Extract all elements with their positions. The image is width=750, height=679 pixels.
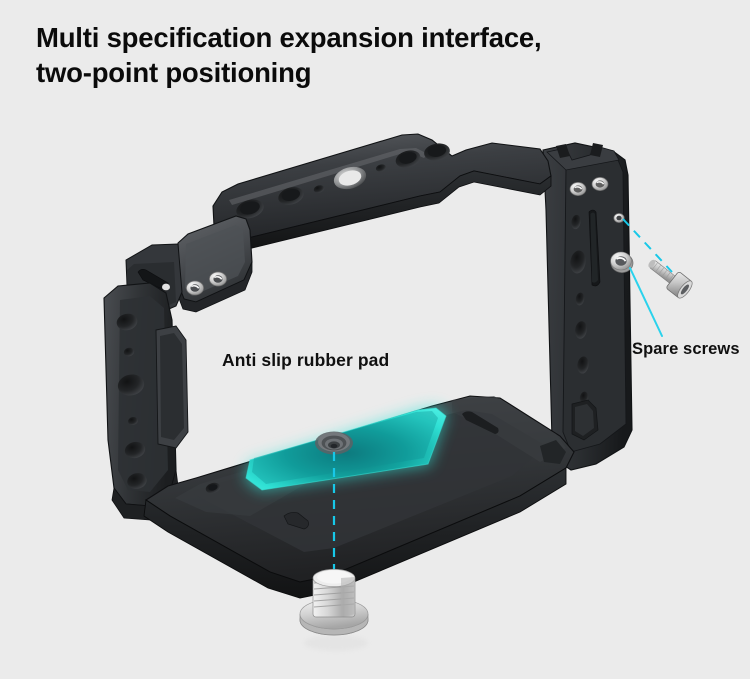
spare-screw-installed-small [613, 213, 625, 223]
spare-screw-leader-solid [629, 267, 663, 337]
cage-top-rail [212, 133, 552, 252]
shoe-bracket-screw-a [186, 280, 204, 296]
spare-screw-leader-dashed [622, 218, 673, 273]
spare-screw-installed-large [610, 251, 634, 273]
top-rail-holes [236, 143, 450, 219]
right-rail-screw-b [591, 177, 609, 191]
callout-label-spare-screws: Spare screws [632, 340, 740, 358]
cage-base-plate [143, 395, 575, 599]
callout-label-anti-slip-rubber-pad: Anti slip rubber pad [222, 350, 390, 370]
shoe-bracket-screw-b [209, 271, 227, 287]
tripod-screw [299, 569, 369, 651]
page-title: Multi specification expansion interface,… [36, 22, 542, 88]
cage-right-rail [542, 142, 634, 471]
right-rail-screw-a [569, 182, 587, 196]
spare-screw-exploded [648, 259, 693, 299]
center-mounting-socket [315, 431, 353, 455]
